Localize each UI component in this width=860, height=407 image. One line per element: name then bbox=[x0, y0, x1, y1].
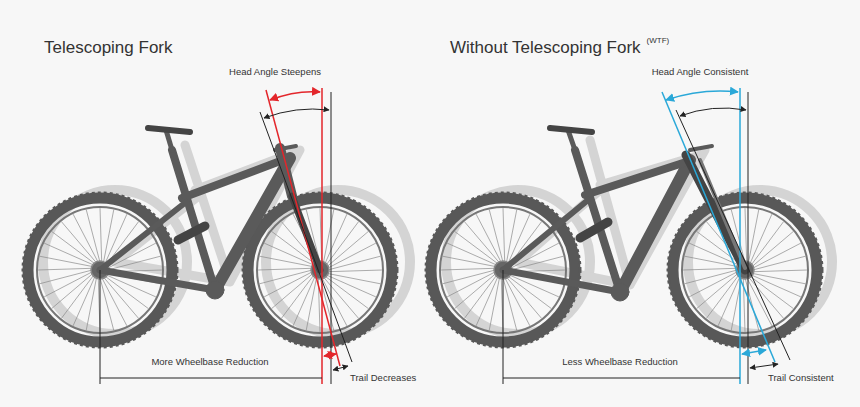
dimension-label: Head Angle Consistent bbox=[650, 67, 751, 78]
wheels bbox=[23, 193, 822, 347]
dimension-label: Less Wheelbase Reduction bbox=[560, 357, 680, 368]
wheel bbox=[243, 193, 397, 347]
left-measurements bbox=[100, 88, 352, 384]
left-frame bbox=[100, 128, 320, 299]
dimension-label: Trail Decreases bbox=[348, 373, 418, 384]
right-frame bbox=[503, 128, 745, 301]
dimension-label: More Wheelbase Reduction bbox=[149, 357, 270, 368]
right-measurements bbox=[503, 88, 790, 384]
dimension-label: Head Angle Steepens bbox=[227, 67, 323, 78]
panel-heading: Without Telescoping Fork bbox=[448, 38, 643, 58]
dimension-label: Trail Consistent bbox=[766, 373, 836, 384]
panel-heading: (WTF) bbox=[645, 36, 672, 45]
panel-heading: Telescoping Fork bbox=[42, 38, 175, 58]
